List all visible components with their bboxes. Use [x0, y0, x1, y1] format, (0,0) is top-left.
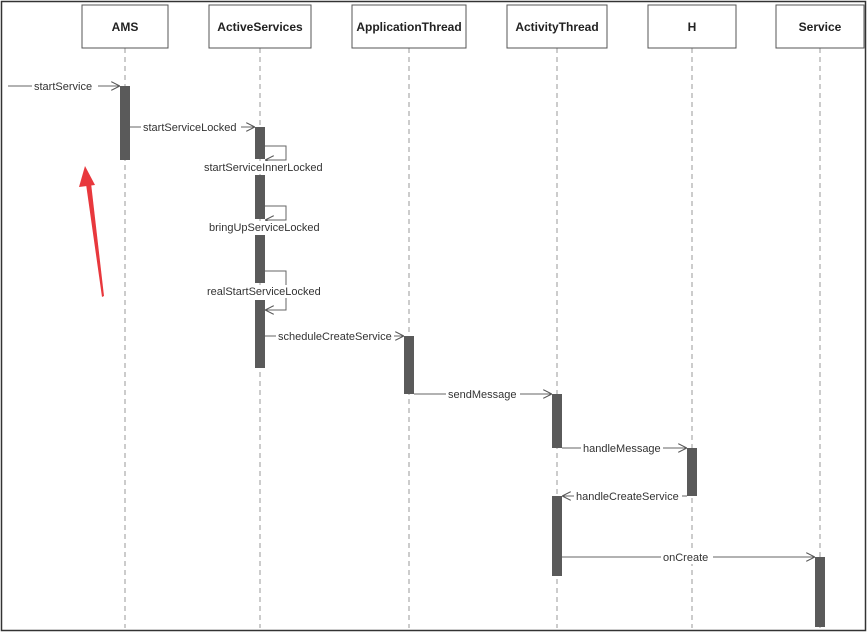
message-label-sendmessage: sendMessage: [448, 389, 517, 401]
message-arrow-bringupservicelocked: [265, 205, 287, 220]
message-label-oncreate: onCreate: [663, 552, 708, 564]
activation-service: [815, 557, 825, 627]
activation-applicationthread: [404, 336, 414, 394]
message-label-startservice: startService: [34, 81, 92, 93]
participant-label: ActiveServices: [217, 20, 303, 34]
activation-activeservices-2: [255, 175, 265, 219]
activation-activeservices-3: [255, 235, 265, 283]
participant-ams: AMS: [81, 4, 169, 49]
participant-applicationthread: ApplicationThread: [351, 4, 467, 49]
activation-activitythread-1: [552, 394, 562, 448]
participant-label: ApplicationThread: [356, 20, 461, 34]
activation-activeservices-4: [255, 300, 265, 368]
message-label-handlecreateservice: handleCreateService: [576, 491, 679, 503]
participant-label: ActivityThread: [515, 20, 598, 34]
message-label-startserviceinnerlocked: startServiceInnerLocked: [204, 162, 323, 174]
annotation-red-arrow: [79, 166, 104, 297]
participant-label: Service: [799, 20, 842, 34]
activation-activeservices-1: [255, 127, 265, 159]
message-label-handlemessage: handleMessage: [583, 443, 661, 455]
participant-service: Service: [775, 4, 865, 49]
participant-label: AMS: [112, 20, 139, 34]
message-label-startservicelocked: startServiceLocked: [143, 122, 237, 134]
participant-label: H: [688, 20, 697, 34]
activation-ams: [120, 86, 130, 160]
participant-h: H: [647, 4, 737, 49]
activation-activitythread-2: [552, 496, 562, 576]
participant-activitythread: ActivityThread: [506, 4, 608, 49]
message-arrow-startserviceinnerlocked: [265, 145, 287, 160]
message-label-bringupservicelocked: bringUpServiceLocked: [209, 222, 320, 234]
participant-activeservices: ActiveServices: [208, 4, 312, 49]
activation-h: [687, 448, 697, 496]
message-label-realstartservicelocked: realStartServiceLocked: [207, 286, 321, 298]
message-label-schedulecreateservice: scheduleCreateService: [278, 331, 392, 343]
